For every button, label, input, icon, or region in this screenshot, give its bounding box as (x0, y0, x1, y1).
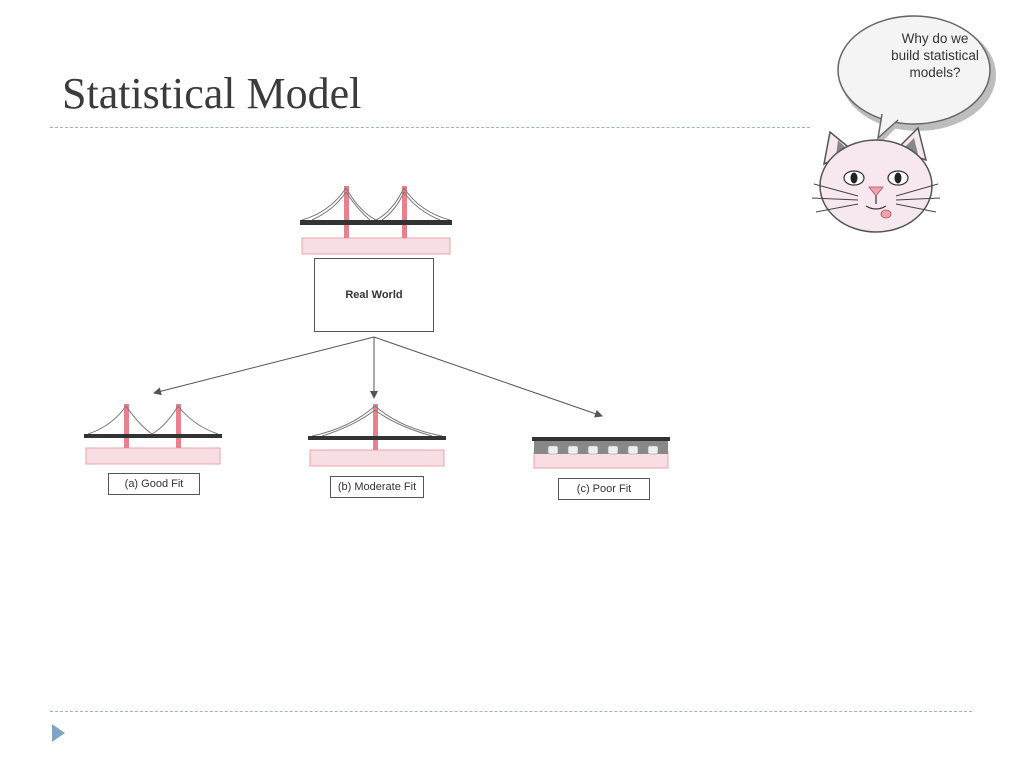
poor-fit-label: (c) Poor Fit (558, 478, 650, 500)
speech-bubble-text: Why do we build statistical models? (880, 30, 990, 81)
title-divider (50, 127, 810, 128)
speech-line-3: models? (909, 65, 961, 80)
good-fit-label: (a) Good Fit (108, 473, 200, 495)
bridge-icon-poor-fit (532, 437, 670, 469)
arrows (153, 336, 603, 418)
bridge-icon-good-fit (84, 404, 222, 465)
slide-title: Statistical Model (62, 69, 362, 118)
speech-line-1: Why do we (901, 31, 969, 46)
moderate-fit-label: (b) Moderate Fit (330, 476, 424, 498)
real-world-box: Real World (314, 258, 434, 332)
cat-icon (811, 126, 941, 233)
bullet-triangle-icon (52, 724, 65, 742)
speech-line-2: build statistical (891, 48, 979, 63)
bridge-icon-moderate-fit (308, 404, 446, 467)
speech-bubble-icon (837, 15, 996, 146)
bridge-icon-real-world (300, 186, 452, 255)
footer-divider (50, 711, 972, 712)
